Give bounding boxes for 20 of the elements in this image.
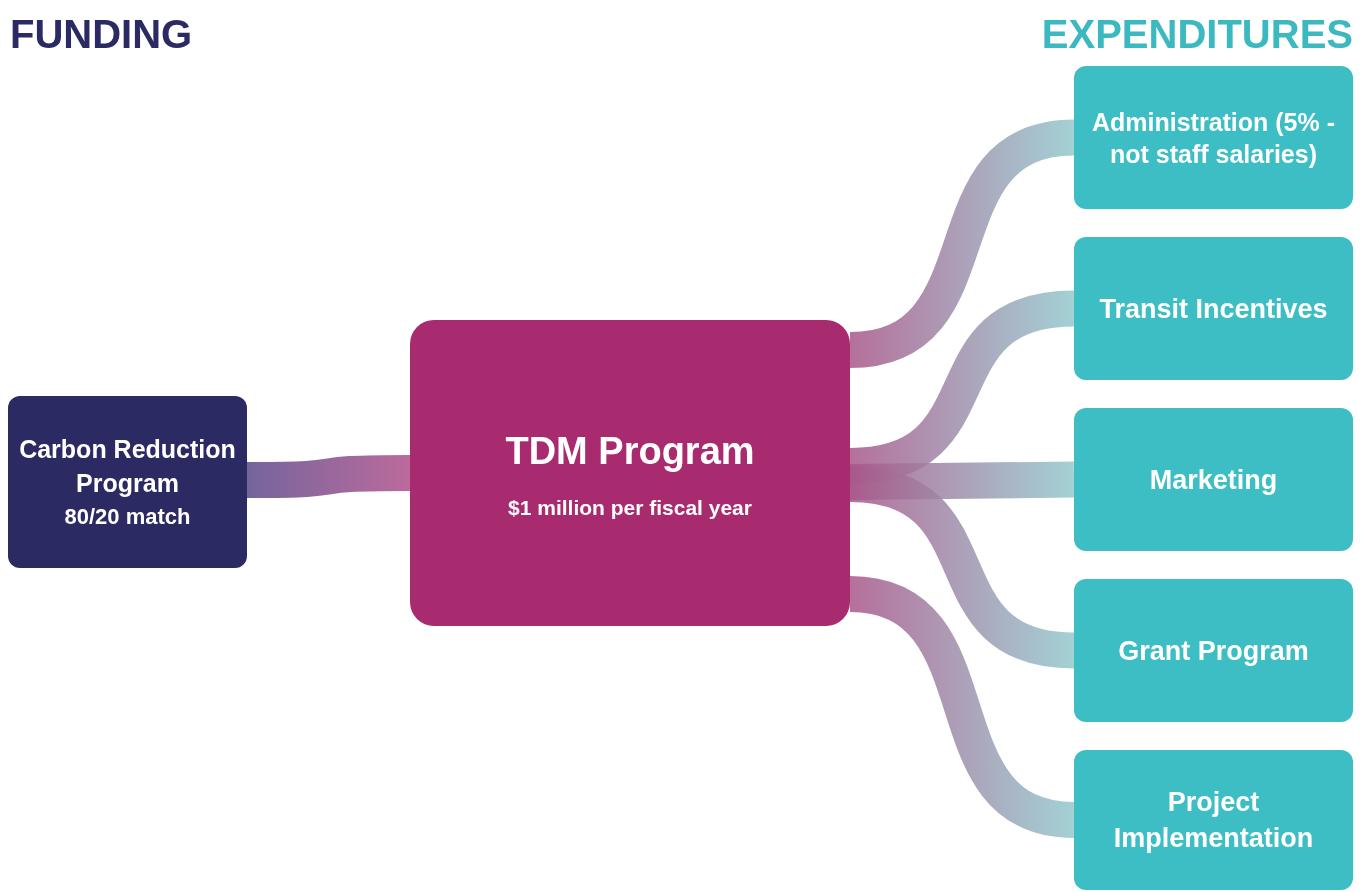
node-title: Grant Program xyxy=(1117,634,1310,668)
section-heading: EXPENDITURES xyxy=(1041,11,1353,58)
node-title: Marketing xyxy=(1148,463,1279,497)
section-heading: FUNDING xyxy=(10,11,193,58)
node-subtitle: 80/20 match xyxy=(64,502,191,531)
node-title: Transit Incentives xyxy=(1098,292,1329,326)
node-box xyxy=(410,320,850,626)
node-box xyxy=(1074,750,1353,890)
flow-band xyxy=(849,461,1075,500)
node-title: Project Implementation xyxy=(1112,786,1315,855)
node-box xyxy=(1074,408,1353,551)
flow-band xyxy=(246,455,411,498)
node-box xyxy=(1074,66,1353,209)
node-title: Administration (5% - not staff salaries) xyxy=(1090,106,1337,170)
node-box xyxy=(1074,579,1353,722)
node-box xyxy=(8,396,247,568)
node-box xyxy=(1074,237,1353,380)
node-title: TDM Program xyxy=(505,428,755,474)
node-subtitle: $1 million per fiscal year xyxy=(508,494,752,521)
node-title: Carbon Reduction Program xyxy=(18,433,237,499)
